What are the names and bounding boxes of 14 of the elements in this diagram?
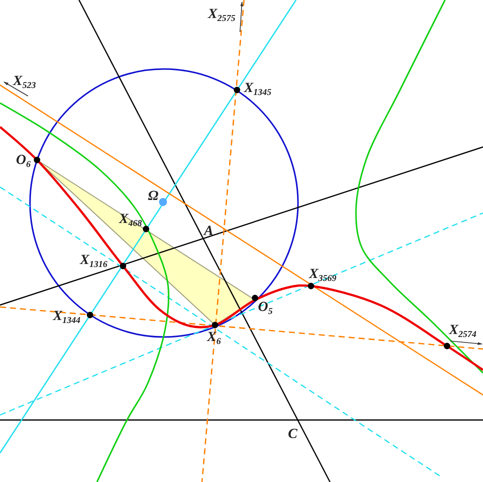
point-label: C bbox=[288, 428, 298, 442]
point-label: A bbox=[204, 225, 214, 239]
point-label: X$_{468}$ bbox=[119, 213, 142, 227]
point-label: X$_{523}$ bbox=[13, 75, 36, 89]
point-label: X$_{2574}$ bbox=[449, 324, 476, 338]
point-label: O$_{5}$ bbox=[258, 301, 273, 315]
point-label: Ω bbox=[148, 190, 158, 204]
point-label: O$_{6}$ bbox=[16, 154, 31, 168]
point-label: X$_{2575}$ bbox=[208, 8, 236, 22]
point-label: X$_{6}$ bbox=[207, 331, 221, 345]
point-label: X$_{1344}$ bbox=[53, 310, 80, 324]
point-label: X$_{1316}$ bbox=[80, 254, 108, 268]
point-label: X$_{3569}$ bbox=[309, 268, 336, 282]
point-label: X$_{1345}$ bbox=[244, 82, 272, 96]
